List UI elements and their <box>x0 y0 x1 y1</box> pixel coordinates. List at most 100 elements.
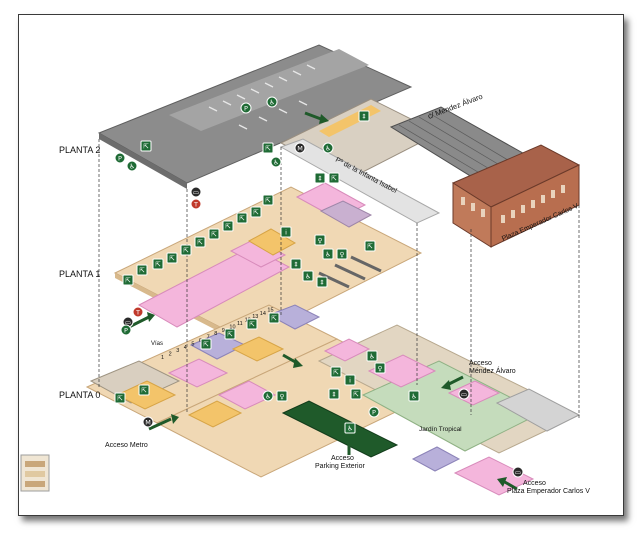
svg-text:⇱: ⇱ <box>253 209 259 217</box>
acceso-mendez-line1: Acceso <box>469 360 492 367</box>
accessible-icon: ♿ <box>322 248 334 260</box>
track-number: 14 <box>260 311 266 317</box>
elevator-icon: ⇕ <box>290 258 302 270</box>
svg-text:♀: ♀ <box>280 393 285 401</box>
escalators-1 <box>318 255 382 289</box>
exit-icon: ⇱ <box>222 220 234 232</box>
info-icon: i <box>280 226 292 238</box>
taxi-icon: T <box>190 198 202 210</box>
arrow-metro <box>148 417 172 431</box>
accessible-icon: ♿ <box>270 156 282 168</box>
parking-icon: P <box>240 102 252 114</box>
svg-text:▭: ▭ <box>125 319 131 327</box>
svg-text:♿: ♿ <box>269 99 275 107</box>
exit-icon: ⇱ <box>224 328 236 340</box>
toilet-icon: ♀ <box>314 234 326 246</box>
orange-block-0c <box>231 336 285 362</box>
exit-icon: ⇱ <box>114 392 126 404</box>
svg-text:♿: ♿ <box>325 251 331 259</box>
exit-icon: ⇱ <box>140 140 152 152</box>
exit-icon: ⇱ <box>166 252 178 264</box>
svg-text:i: i <box>349 377 351 385</box>
svg-text:⇱: ⇱ <box>225 223 231 231</box>
infanta-isabel-street <box>279 138 441 224</box>
svg-text:▭: ▭ <box>461 391 467 399</box>
track-number: 7 <box>207 335 210 341</box>
track-number: 5 <box>191 341 194 347</box>
svg-text:♿: ♿ <box>305 273 311 281</box>
track-number: 4 <box>184 345 187 351</box>
toilet-icon: ♀ <box>374 362 386 374</box>
track-number: 15 <box>267 307 273 313</box>
icon-signs: P♿⇕P♿⇱⇱M♿♿⇕⇱▭T⇱⇱⇱⇱⇱⇱⇱⇱⇱⇱⇱i♀♿♀⇱⇕♿⇕▭TP⇱⇱⇱⇱… <box>114 96 524 478</box>
svg-text:⇱: ⇱ <box>331 175 337 183</box>
acceso-metro-label: Acceso Metro <box>105 442 148 449</box>
svg-text:♀: ♀ <box>340 251 345 259</box>
parking-icon: P <box>114 152 126 164</box>
exit-icon: ⇱ <box>236 212 248 224</box>
exit-icon: ⇱ <box>328 172 340 184</box>
station-map: PLANTA 2 c/ Mendez Álvaro Pº de la Infan… <box>18 14 624 516</box>
road-platform-side <box>99 133 187 189</box>
purple-block-0b <box>267 304 321 330</box>
svg-text:P: P <box>244 105 248 113</box>
exit-icon: ⇱ <box>268 312 280 324</box>
exit-icon: ⇱ <box>350 388 362 400</box>
purple-block-0c <box>411 446 461 472</box>
taxi-icon: T <box>132 306 144 318</box>
exit-icon: ⇱ <box>246 318 258 330</box>
svg-text:⇱: ⇱ <box>197 239 203 247</box>
track-number: 9 <box>222 328 225 334</box>
metro-icon: M <box>294 142 306 154</box>
svg-text:⇱: ⇱ <box>249 321 255 329</box>
exit-icon: ⇱ <box>250 206 262 218</box>
acceso-carlos-v-line2: Plaza Emperador Carlos V <box>507 488 590 495</box>
track-number: 2 <box>169 352 172 358</box>
svg-text:⇱: ⇱ <box>183 247 189 255</box>
exit-icon: ⇱ <box>194 236 206 248</box>
exit-icon: ⇱ <box>138 384 150 396</box>
arrow-carlos-v <box>502 479 518 491</box>
svg-text:⇱: ⇱ <box>239 215 245 223</box>
exit-icon: ⇱ <box>180 244 192 256</box>
svg-text:⇱: ⇱ <box>265 197 271 205</box>
elevator-icon: ⇕ <box>358 110 370 122</box>
acceso-carlos-v-line1: Acceso <box>523 480 546 487</box>
track-number: 8 <box>214 331 217 337</box>
pink-block-0c <box>323 338 371 362</box>
svg-text:♀: ♀ <box>318 237 323 245</box>
pink-ramp-1 <box>137 246 291 328</box>
orange-block-1 <box>247 228 297 256</box>
bus-icon: ▭ <box>512 466 524 478</box>
svg-text:P: P <box>124 327 128 335</box>
exit-icon: ⇱ <box>208 228 220 240</box>
road-stripes <box>208 64 316 130</box>
exit-icon: ⇱ <box>262 194 274 206</box>
exit-icon: ⇱ <box>364 240 376 252</box>
elevator-icon: ⇕ <box>316 276 328 288</box>
vias-label: Vías <box>151 341 163 347</box>
svg-text:⇱: ⇱ <box>265 145 271 153</box>
accessible-icon: ♿ <box>322 142 334 154</box>
metro-icon: M <box>142 416 154 428</box>
svg-text:⇕: ⇕ <box>317 175 322 183</box>
svg-text:⇱: ⇱ <box>117 395 123 403</box>
planta-2-level <box>97 44 581 248</box>
parking-icon: P <box>120 324 132 336</box>
track-number: 11 <box>237 321 243 327</box>
road-lane-light <box>169 49 369 131</box>
planta-0-level <box>85 304 581 496</box>
level-connectors <box>98 139 580 420</box>
svg-text:⇕: ⇕ <box>331 391 336 399</box>
svg-text:♿: ♿ <box>129 163 135 171</box>
svg-text:⇱: ⇱ <box>169 255 175 263</box>
planta-2-label: PLANTA 2 <box>59 145 100 155</box>
parking-exterior-strip <box>281 400 399 458</box>
svg-text:⇕: ⇕ <box>361 113 366 121</box>
svg-text:⇱: ⇱ <box>141 387 147 395</box>
info-icon: i <box>344 374 356 386</box>
accessible-icon: ♿ <box>302 270 314 282</box>
bus-icon: ▭ <box>458 388 470 400</box>
svg-text:T: T <box>135 309 140 317</box>
svg-text:♿: ♿ <box>273 159 279 167</box>
